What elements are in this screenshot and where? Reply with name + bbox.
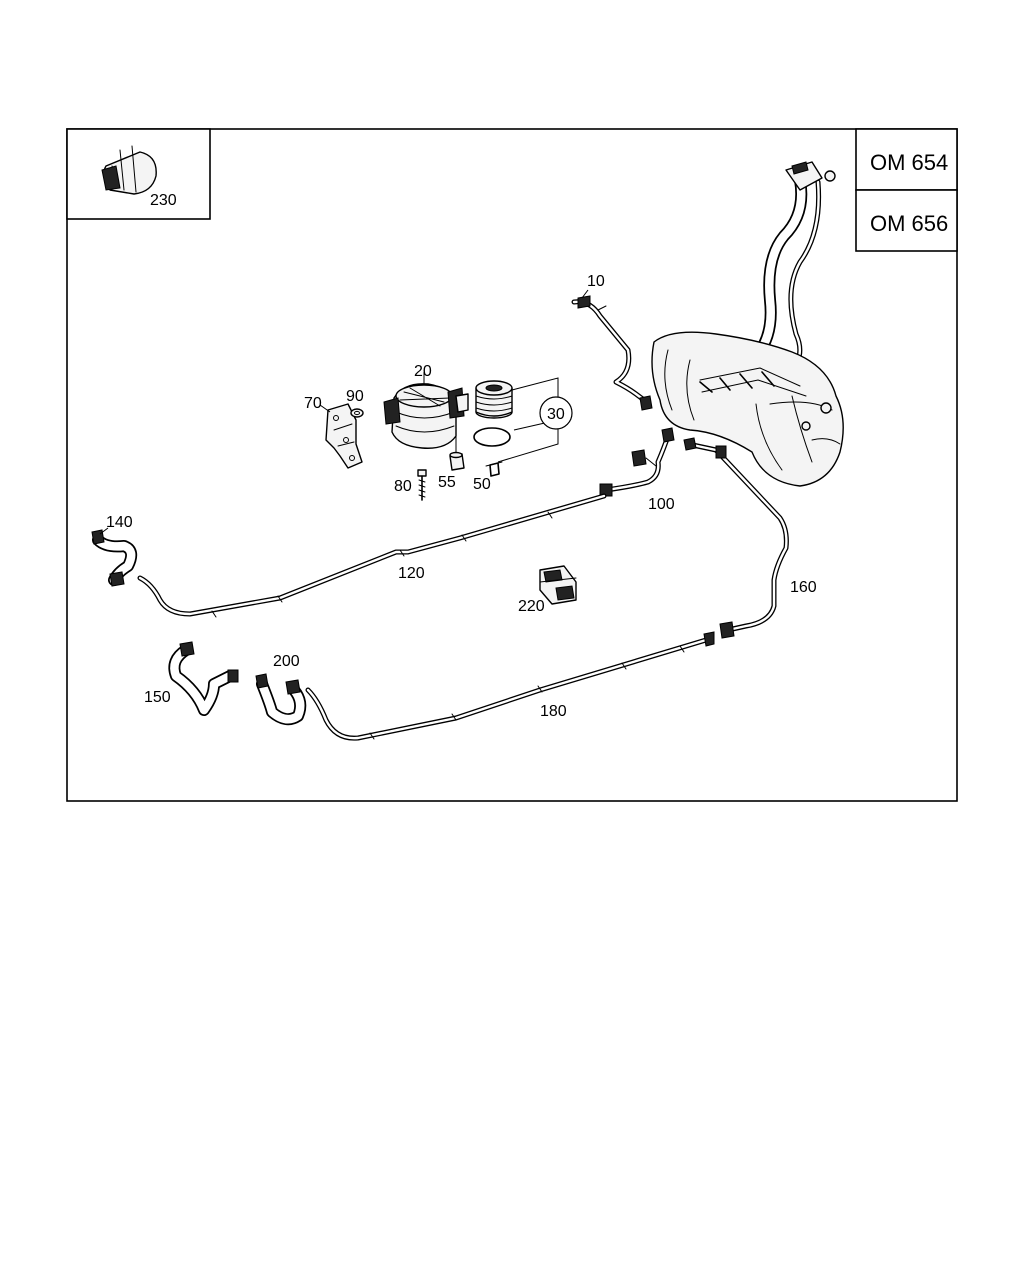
- part-10-line[interactable]: [571, 295, 653, 411]
- engine-label-om656: OM 656: [870, 211, 948, 236]
- part-230-clip[interactable]: [101, 145, 157, 195]
- part-55-sleeve[interactable]: [449, 451, 465, 471]
- part-label-140: 140: [106, 514, 133, 531]
- part-120-line[interactable]: [137, 493, 607, 618]
- part-220-clip[interactable]: [539, 565, 577, 605]
- part-200-hose[interactable]: [255, 673, 307, 726]
- diagram-frame: [66, 128, 958, 802]
- part-30-callout-circle: [539, 396, 573, 430]
- part-80-screw[interactable]: [417, 469, 427, 501]
- part-label-200: 200: [273, 653, 300, 670]
- part-140-hose[interactable]: [91, 527, 138, 587]
- part-150-hose[interactable]: [168, 641, 239, 716]
- part-label-180: 180: [540, 703, 567, 720]
- part-label-70: 70: [304, 395, 322, 412]
- part-label-10: 10: [587, 273, 605, 290]
- part-label-230: 230: [150, 192, 177, 209]
- part-20-filter-housing[interactable]: [383, 372, 469, 454]
- part-160-line[interactable]: [683, 437, 789, 639]
- part-100-line[interactable]: [599, 427, 675, 497]
- part-180-line[interactable]: [305, 631, 715, 741]
- part-30-filter-element[interactable]: [473, 380, 513, 477]
- part-label-30: 30: [547, 406, 565, 423]
- part-label-80: 80: [394, 478, 412, 495]
- part-label-50: 50: [473, 476, 491, 493]
- part-label-100: 100: [648, 496, 675, 513]
- engine-box-om654[interactable]: [855, 128, 958, 191]
- part-label-20: 20: [414, 363, 432, 380]
- engine-variant-boxes: OM 654 OM 656: [855, 128, 958, 252]
- part-label-90: 90: [346, 388, 364, 405]
- part-30-bracket-leader: [497, 377, 573, 463]
- part-90-nut[interactable]: [350, 408, 364, 418]
- engine-box-om656[interactable]: [855, 189, 958, 252]
- part-label-160: 160: [790, 579, 817, 596]
- engine-label-om654: OM 654: [870, 150, 948, 175]
- part-label-150: 150: [144, 689, 171, 706]
- fuel-tank-assembly[interactable]: [651, 161, 844, 487]
- inset-box: 230: [66, 128, 211, 220]
- part-label-120: 120: [398, 565, 425, 582]
- part-label-220: 220: [518, 598, 545, 615]
- part-label-55: 55: [438, 474, 456, 491]
